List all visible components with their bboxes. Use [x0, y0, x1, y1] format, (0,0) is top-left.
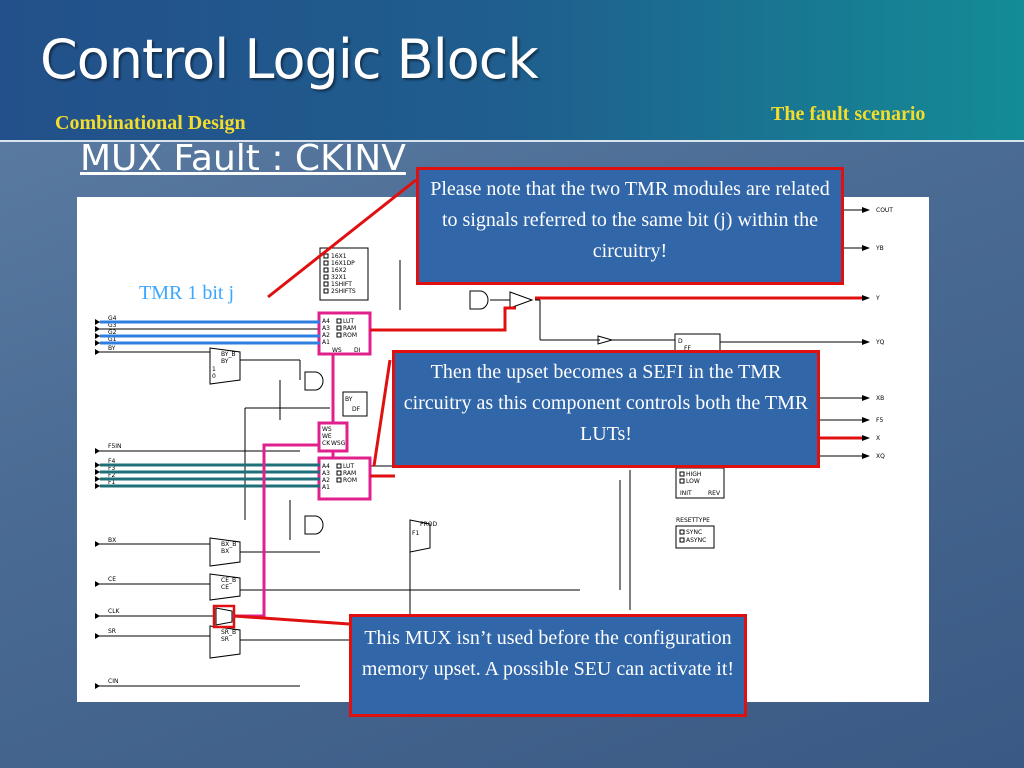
mux-pin: BX [221, 548, 229, 555]
title-bar: Control Logic Block Combinational Design… [0, 0, 1024, 142]
bdf-box [342, 391, 368, 417]
resettype-option: SYNC [686, 529, 702, 536]
mode-option: 2SHIFTS [331, 288, 356, 295]
mux-pin: 1 [212, 366, 216, 373]
slide-title: Control Logic Block [40, 28, 539, 91]
mux-pin: SR [221, 636, 229, 643]
lut-label: ROM [343, 477, 357, 484]
callout-sefi: Then the upset becomes a SEFI in the TMR… [392, 350, 820, 468]
bdf-label: DF [352, 406, 361, 413]
input-label: G3 [108, 322, 117, 329]
and-gate [304, 515, 324, 535]
init-label: LOW [686, 478, 700, 485]
callout-mux-unused: This MUX isn’t used before the configura… [349, 614, 747, 717]
mux-pin: BY_B [221, 351, 236, 358]
callout-tmr-note: Please note that the two TMR modules are… [416, 167, 844, 285]
prod-mux [409, 519, 431, 553]
input-label: F4 [108, 458, 115, 465]
bdf-label: BY [345, 396, 353, 403]
output-label: X [876, 435, 880, 442]
lut-pin: A2 [322, 477, 330, 484]
buffer-gate [597, 335, 614, 345]
resettype-box [675, 525, 715, 549]
mode-option: 32X1 [331, 274, 347, 281]
mode-option: 16X1DP [331, 260, 355, 267]
ws-pin: WS [322, 426, 332, 433]
mode-option: 16X2 [331, 267, 347, 274]
dff-label: FF [684, 345, 691, 352]
input-label: F2 [108, 472, 115, 479]
subtitle-combinational: Combinational Design [55, 112, 246, 134]
mux-pin: SR_B [221, 629, 236, 636]
resettype-title: RESETTYPE [676, 517, 710, 524]
input-label: F3 [108, 465, 115, 472]
ckinv-mux [215, 607, 233, 626]
input-label: CIN [108, 678, 118, 685]
bx-mux [209, 537, 241, 567]
lut-pin: A1 [322, 484, 330, 491]
input-label: CLK [108, 608, 121, 615]
init-label: INIT [680, 490, 692, 497]
lut-pin: A1 [322, 339, 330, 346]
sr-mux [209, 625, 241, 659]
lut-pin: DI [354, 347, 361, 354]
input-label: G2 [108, 329, 117, 336]
lut-top-highlight [317, 311, 372, 356]
resettype-option: ASYNC [686, 537, 706, 544]
input-label: BY [108, 345, 116, 352]
ce-mux [209, 573, 241, 601]
input-label: CE [108, 576, 116, 583]
mux-pin: BY [221, 358, 229, 365]
lut-pin: A4 [322, 318, 330, 325]
mux-pin: BX_B [221, 541, 236, 548]
lut-label: RAM [343, 325, 356, 332]
lut-pin: A2 [322, 332, 330, 339]
output-label: XB [876, 395, 884, 402]
mux-pin: 0 [212, 373, 216, 380]
ws-pin: CK [322, 440, 331, 447]
init-label: REV [708, 490, 721, 497]
lut-pin: A3 [322, 470, 330, 477]
input-label: G4 [108, 315, 117, 322]
lut-label: ROM [343, 332, 357, 339]
init-box [675, 467, 725, 499]
mode-options-box [319, 247, 369, 301]
f1-label: F1 [412, 530, 419, 537]
output-label: YQ [875, 339, 885, 346]
mode-option: 1SHIFT [331, 281, 352, 288]
by-mux [209, 347, 241, 385]
and-gate [304, 371, 324, 391]
subtitle-fault-scenario: The fault scenario [771, 103, 926, 125]
buffer-gate [509, 291, 534, 309]
output-label: Y [875, 295, 880, 302]
lut-label: LUT [343, 463, 354, 470]
input-label: F5IN [108, 443, 122, 450]
mux-pin: CE_B [221, 577, 236, 584]
lut-label: LUT [343, 318, 354, 325]
input-label: F1 [108, 479, 115, 486]
section-title: MUX Fault : CKINV [80, 138, 406, 179]
mux-pin: CE [221, 584, 229, 591]
and-gate [469, 290, 489, 310]
lut-label: RAM [343, 470, 356, 477]
dff-label: D [678, 338, 683, 345]
output-label: YB [875, 245, 884, 252]
output-label: F5 [876, 417, 883, 424]
ws-pin: WE [322, 433, 332, 440]
ws-pin: WSG [331, 440, 346, 447]
output-label: XQ [876, 453, 885, 460]
init-label: HIGH [686, 471, 701, 478]
lut-pin: WS [332, 347, 342, 354]
output-label: COUT [876, 207, 893, 214]
tmr-bit-label: TMR 1 bit j [139, 282, 235, 304]
input-label: SR [108, 628, 116, 635]
lut-pin: A4 [322, 463, 330, 470]
lut-pin: A3 [322, 325, 330, 332]
input-label: BX [108, 537, 116, 544]
input-label: G1 [108, 336, 117, 343]
prod-label: PROD [420, 521, 438, 528]
mode-option: 16X1 [331, 253, 347, 260]
